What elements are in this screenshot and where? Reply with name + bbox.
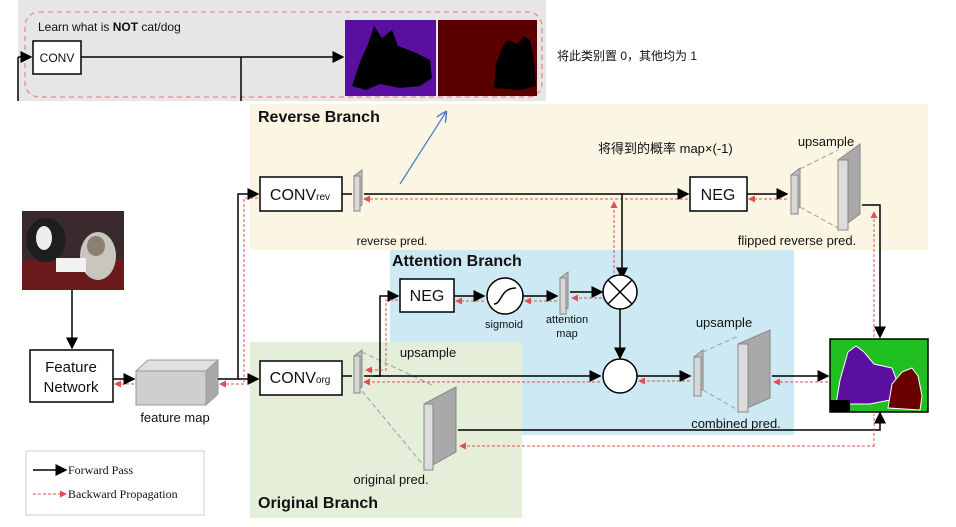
conv-rev-box	[259, 176, 343, 212]
original-small-slab	[353, 349, 363, 394]
upsample-comb-guide-1	[702, 335, 739, 353]
sigmoid-label: sigmoid	[485, 319, 523, 331]
reverse-pred-label: reverse pred.	[357, 234, 428, 248]
upsample-rev-guide-2	[799, 206, 839, 229]
flipped-reverse-pred-slab	[837, 143, 861, 231]
upsample-rev-guide-1	[799, 149, 839, 170]
upsample-org-guide-1	[361, 351, 435, 387]
conv-rev-label: CONVrev	[270, 187, 330, 204]
legend-forward-label: Forward Pass	[68, 463, 133, 477]
multiply-icon	[602, 274, 638, 310]
org-to-attneg-arrow	[374, 290, 400, 377]
top-caption: Learn what is NOT cat/dog	[38, 20, 181, 34]
annotation-arrow	[399, 112, 446, 185]
flipped-small-slab	[790, 166, 801, 216]
upsample-original-label: upsample	[400, 345, 456, 360]
rev-to-fmap-backprop	[219, 197, 258, 388]
attention-map-line1: attention	[546, 314, 588, 326]
fmap-to-convrev-arrow	[218, 188, 260, 380]
attneg-to-org-backprop	[365, 299, 398, 374]
reverse-pred-slab	[353, 169, 363, 212]
original-branch-title: Original Branch	[258, 495, 378, 512]
reverse-branch-bg	[250, 104, 928, 250]
top-panel: Learn what is NOT cat/dog CONV	[17, 0, 546, 101]
upsample-reverse-label: upsample	[798, 134, 854, 149]
attention-map-line2: map	[556, 328, 577, 340]
flipped-to-output-arrow	[862, 204, 886, 339]
legend-box	[25, 450, 205, 516]
feature-map-block	[134, 358, 220, 407]
combined-pred-label: combined pred.	[691, 416, 781, 431]
top-conv-label: CONV	[40, 51, 75, 65]
attention-map-slab	[559, 271, 569, 315]
upsample-comb-guide-2	[702, 389, 739, 411]
conv-org-box	[259, 360, 343, 396]
flipped-reverse-pred-label: flipped reverse pred.	[738, 233, 857, 248]
combined-small-slab	[693, 348, 704, 398]
reverse-branch-title: Reverse Branch	[258, 109, 380, 126]
upsample-combined-label: upsample	[696, 315, 752, 330]
output-to-original-backprop	[459, 442, 875, 450]
attention-branch-title: Attention Branch	[392, 253, 522, 270]
original-pred-label: original pred.	[353, 472, 428, 487]
sigmoid-icon	[486, 277, 524, 315]
feature-map-label: feature map	[140, 410, 209, 425]
original-pred-slab	[423, 386, 457, 471]
upsample-org-guide-2	[361, 390, 425, 467]
feature-network-box	[29, 349, 114, 403]
feature-network-line1: Feature	[45, 359, 97, 376]
conv-org-label: CONVorg	[270, 370, 331, 387]
top-mask-red-image	[438, 20, 537, 96]
add-icon	[602, 358, 638, 394]
neg-reverse-label: NEG	[701, 187, 736, 204]
combined-pred-slab	[737, 329, 771, 413]
feature-network-line2: Network	[43, 379, 99, 396]
legend-backward-label: Backward Propagation	[68, 487, 178, 501]
output-mask-image	[829, 338, 929, 413]
original-to-output-arrow	[458, 411, 886, 431]
neg-attention-label: NEG	[410, 288, 445, 305]
neg-reverse-box	[689, 176, 748, 212]
top-conv-box	[32, 40, 82, 75]
top-note-zh: 将此类别置 0，其他均为 1	[557, 49, 697, 63]
input-image	[22, 211, 124, 290]
top-mask-purple-image	[345, 20, 436, 96]
neg-note-zh: 将得到的概率 map×(-1)	[598, 141, 733, 156]
